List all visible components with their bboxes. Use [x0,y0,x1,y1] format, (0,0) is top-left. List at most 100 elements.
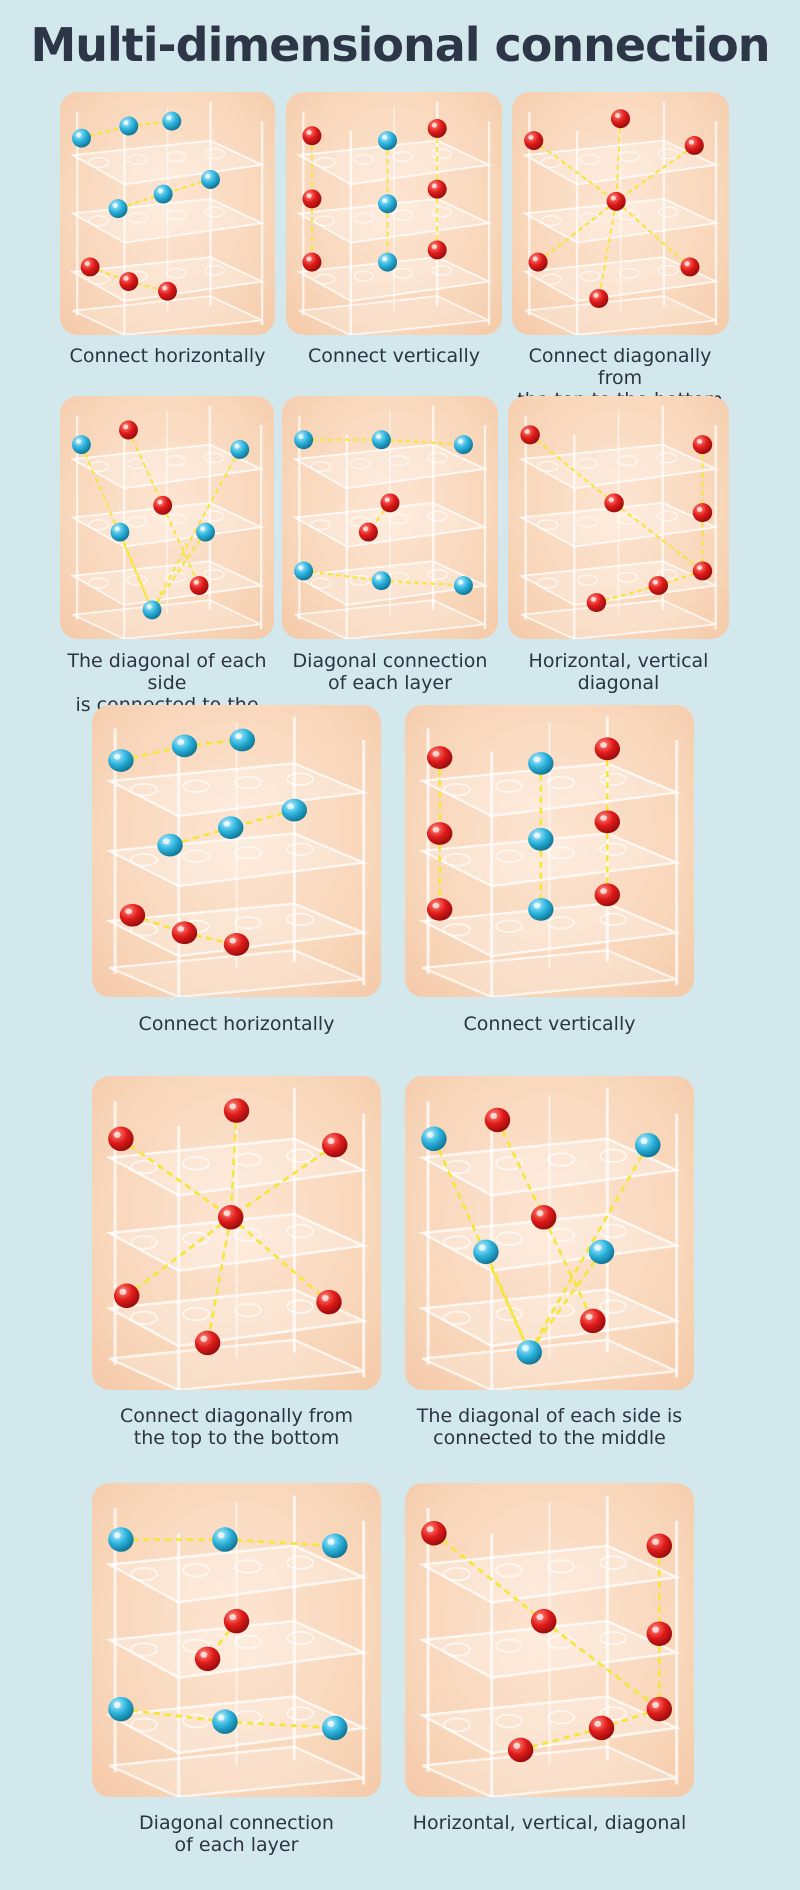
red-ball [646,1696,673,1722]
cube-hole [286,772,314,786]
blue-ball [196,522,215,542]
ball-highlight [321,1294,329,1302]
cube-hole [130,1717,158,1733]
cube-puzzle-image [418,716,682,997]
blue-ball [378,131,398,151]
tile-image-card [405,705,694,997]
cube-hole [204,206,226,218]
ball-highlight [200,526,206,532]
cube-hole [310,519,332,531]
cube-hole [88,577,109,589]
tile-caption: Connect vertically [463,1013,636,1035]
cube-hole [310,460,332,473]
ball-highlight [432,902,440,909]
red-ball [194,1646,221,1672]
tile-caption: Horizontal, vertical, diagonal [412,1812,687,1834]
ball-highlight [177,926,185,932]
blue-ball [108,749,134,772]
ball-highlight [431,122,437,128]
blue-ball [108,1696,134,1722]
blue-ball [588,1239,615,1265]
cube-hole [547,846,575,860]
ball-highlight [384,497,390,503]
cube-hole [657,264,679,276]
red-ball [589,289,609,309]
cube-hole [165,151,187,163]
red-ball [119,903,146,927]
ball-highlight [533,756,541,763]
ball-highlight [532,256,538,262]
cube-hole [286,912,314,927]
cube-hole [165,513,186,525]
blue-ball [453,576,473,596]
connection-line [224,1720,335,1730]
red-ball [322,1132,348,1158]
cube-puzzle-image [69,405,265,639]
blue-ball [162,111,182,131]
cube-hole [443,1159,471,1175]
blue-ball [157,833,183,857]
connection-line [529,433,615,504]
blue-ball [71,435,91,455]
cube-hole [349,516,371,528]
cube-hole [310,577,332,589]
ball-highlight [205,173,211,179]
cube-hole [599,772,627,786]
cube-hole [88,156,110,169]
cube-hole [182,849,210,863]
ball-highlight [594,1244,602,1251]
ball-highlight [223,1210,231,1217]
blue-ball [294,430,314,450]
cube-puzzle-image [105,716,369,997]
red-ball [223,933,250,956]
cube-hole [234,1559,262,1574]
cube-hole [495,779,523,793]
red-ball [158,281,177,301]
red-ball [692,503,713,523]
blue-ball [281,798,308,822]
cube-hole [618,267,640,279]
cube-hole [495,849,523,863]
cube-hole [599,912,627,927]
red-ball [426,746,453,769]
connection-line [496,1119,545,1218]
blue-ball [108,1527,134,1552]
red-ball [302,189,322,209]
cube-hole [537,577,559,589]
red-ball [604,493,624,513]
cube-hole [656,510,678,522]
ball-highlight [590,596,597,602]
ball-highlight [528,135,534,140]
ball-highlight [426,1526,434,1533]
ball-highlight [600,742,608,748]
cube-hole [182,1231,210,1246]
cube-hole [618,209,640,221]
red-ball [218,1205,244,1230]
cube-hole [286,1706,314,1721]
connection-line [161,504,200,587]
blue-ball [635,1132,661,1158]
blue-ball [453,435,473,455]
cube-hole [537,460,559,473]
cube-hole [540,156,562,169]
cube-hole [657,148,679,160]
blue-ball [212,1709,238,1734]
red-ball [189,576,209,596]
cube-hole [88,519,109,531]
ball-highlight [432,826,440,833]
tile-caption: Connect horizontally [69,345,266,367]
blue-ball [218,816,244,840]
connection-line [528,1250,603,1354]
tile-image-card [92,705,381,997]
cube-puzzle-image [105,1495,369,1797]
ball-highlight [533,832,541,839]
red-ball [427,179,447,199]
tile-image-card [60,396,274,639]
cube-hole [599,1299,627,1314]
cube-hole [495,1563,523,1578]
ball-highlight [458,579,464,585]
ball-highlight [522,1345,529,1352]
cube-hole [127,212,148,224]
connection-line [80,444,153,611]
cube-hole [599,1555,627,1570]
